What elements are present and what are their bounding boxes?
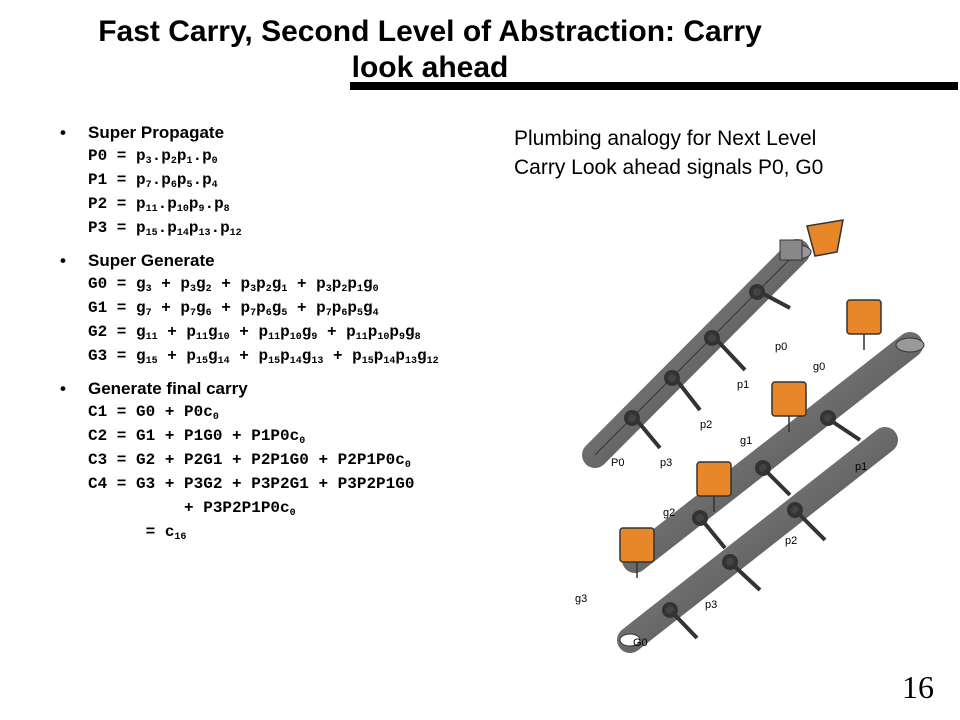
bullet-icon: • — [60, 379, 66, 398]
caption-line-2: Carry Look ahead signals P0, G0 — [514, 156, 824, 179]
heading-text: Generate final carry — [88, 379, 248, 398]
equation-line: C2 = G1 + P1G0 + P1P0c0 — [88, 427, 306, 447]
equation-line: = c16 — [88, 523, 187, 543]
caption-line-1: Plumbing analogy for Next Level — [514, 127, 817, 150]
label-g0: g0 — [813, 361, 825, 373]
equation-line: G2 = g11 + p11g10 + p11p10g9 + p11p10p9g… — [88, 323, 421, 343]
section-0: • Super Propagate P0 = p3.p2p1.p0 P1 = p7.p… — [60, 122, 580, 240]
section-heading: • Generate final carry — [60, 378, 580, 400]
equation-line: G3 = g15 + p15g14 + p15p14g13 + p15p14p1… — [88, 347, 439, 367]
valves-pipe-p0 — [624, 284, 791, 450]
section-heading: • Super Generate — [60, 250, 580, 272]
figure-caption: Plumbing analogy for Next Level Carry Lo… — [514, 124, 823, 182]
water-tanks — [619, 299, 882, 578]
pipe-middle — [622, 332, 925, 573]
label-P0: P0 — [611, 457, 624, 469]
equation-line: P2 = p11.p10p9.p8 — [88, 195, 230, 215]
heading-text: Super Generate — [88, 251, 215, 270]
label-p2: p2 — [700, 419, 712, 431]
equation-line: P3 = p15.p14p13.p12 — [88, 219, 242, 239]
bullet-icon: • — [60, 251, 66, 270]
equation-line: + P3P2P1P0c0 — [88, 499, 296, 519]
label-g1: g1 — [740, 435, 752, 447]
title-rule — [350, 82, 958, 90]
label-g3: g3 — [575, 593, 587, 605]
label-p3: p3 — [660, 457, 672, 469]
bullet-icon: • — [60, 123, 66, 142]
section-heading: • Super Propagate — [60, 122, 580, 144]
section-2: • Generate final carry C1 = G0 + P0c0 C2 = … — [60, 378, 580, 544]
label-p1-lower: p1 — [855, 461, 867, 473]
equation-line: C1 = G0 + P0c0 — [88, 403, 219, 423]
valves-lower — [662, 410, 862, 640]
label-p1: p1 — [737, 379, 749, 391]
label-p3-lower: p3 — [705, 599, 717, 611]
equation-list: • Super Propagate P0 = p3.p2p1.p0 P1 = p7.p… — [60, 122, 580, 554]
equation-line: G0 = g3 + p3g2 + p3p2g1 + p3p2p1g0 — [88, 275, 379, 295]
title-line-2: look ahead — [351, 51, 509, 84]
equation-line: C4 = G3 + P3G2 + P3P2G1 + P3P2P1G0 — [88, 475, 415, 493]
plumbing-figure: p0 p1 p2 p3 P0 g0 g1 g2 g3 p1 p2 p3 G0 — [575, 219, 925, 653]
equation-line: P0 = p3.p2p1.p0 — [88, 147, 218, 167]
title-line-1: Fast Carry, Second Level of Abstraction:… — [98, 15, 762, 48]
equation-line: P1 = p7.p6p5.p4 — [88, 171, 218, 191]
label-p0: p0 — [775, 341, 787, 353]
figure-labels: p0 p1 p2 p3 P0 g0 g1 g2 g3 p1 p2 p3 G0 — [575, 341, 867, 649]
heading-text: Super Propagate — [88, 123, 225, 142]
equation-line: C3 = G2 + P2G1 + P2P1G0 + P2P1P0c0 — [88, 451, 411, 471]
label-g2: g2 — [663, 507, 675, 519]
section-1: • Super Generate G0 = g3 + p3g2 + p3p2g1 +… — [60, 250, 580, 368]
slide-title: Fast Carry, Second Level of Abstraction:… — [40, 14, 820, 86]
label-G0: G0 — [633, 637, 648, 649]
page-number: 16 — [902, 669, 934, 705]
equation-line: G1 = g7 + p7g6 + p7p6g5 + p7p6p5g4 — [88, 299, 379, 319]
label-p2-lower: p2 — [785, 535, 797, 547]
